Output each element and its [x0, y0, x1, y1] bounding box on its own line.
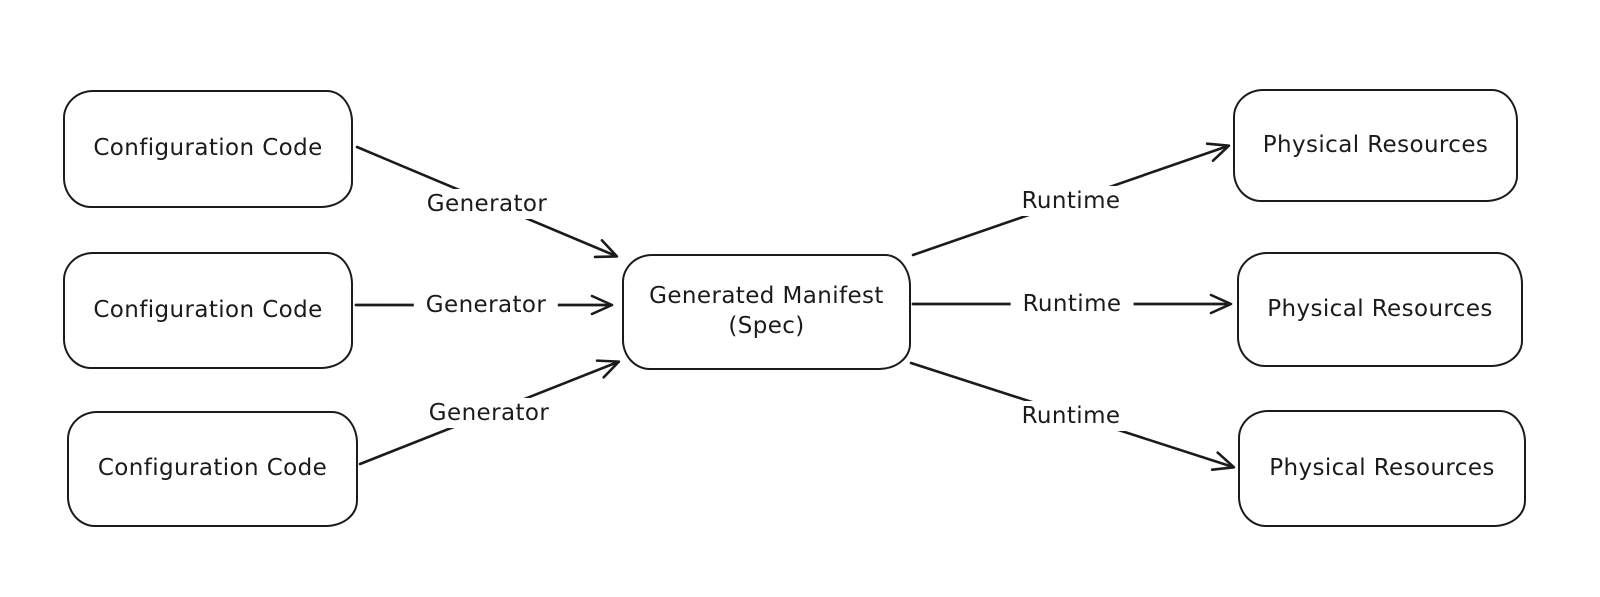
- node-physical-resources-3: Physical Resources: [1238, 410, 1526, 527]
- node-physical-resources-1: Physical Resources: [1233, 89, 1518, 202]
- node-physical-resources-2: Physical Resources: [1237, 252, 1523, 367]
- node-label: Configuration Code: [93, 135, 323, 162]
- node-label: Configuration Code: [97, 455, 328, 482]
- node-configuration-code-3: Configuration Code: [67, 411, 358, 527]
- node-label: Configuration Code: [93, 296, 323, 323]
- edge-label-runtime-2: Runtime: [1010, 289, 1134, 319]
- node-generated-manifest: Generated Manifest (Spec): [622, 254, 911, 370]
- node-label: Physical Resources: [1262, 131, 1489, 158]
- edge-label-runtime-3: Runtime: [1009, 401, 1133, 431]
- edge-label-generator-3: Generator: [416, 398, 562, 428]
- edge-label-generator-1: Generator: [414, 189, 560, 219]
- node-sublabel: (Spec): [728, 313, 805, 339]
- node-configuration-code-2: Configuration Code: [63, 252, 353, 369]
- node-label: Physical Resources: [1269, 454, 1495, 481]
- edge-label-runtime-1: Runtime: [1009, 186, 1133, 216]
- node-configuration-code-1: Configuration Code: [63, 90, 353, 208]
- node-label: Generated Manifest: [649, 283, 884, 310]
- edge-label-generator-2: Generator: [413, 290, 559, 320]
- node-label: Physical Resources: [1267, 295, 1493, 322]
